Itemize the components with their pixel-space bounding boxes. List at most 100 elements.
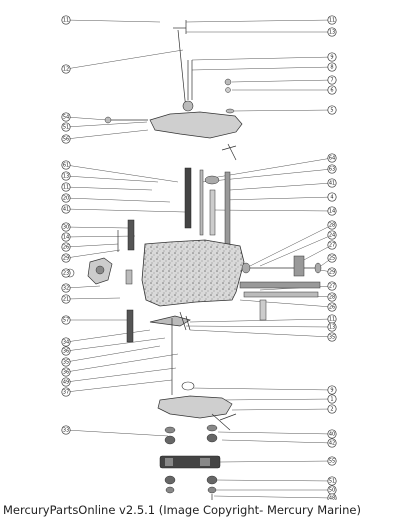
callout-circle bbox=[61, 204, 71, 214]
callout-circle bbox=[61, 171, 71, 181]
callout-number: 26 bbox=[63, 244, 69, 250]
callout-circle bbox=[327, 292, 337, 302]
callout-number: 29 bbox=[329, 269, 335, 275]
callout-circle bbox=[327, 253, 337, 263]
callout-number: 57 bbox=[63, 317, 69, 323]
callout-circle bbox=[327, 404, 337, 414]
callout-circle bbox=[327, 62, 337, 72]
callout-left-18: 34 bbox=[61, 337, 71, 347]
callout-circle bbox=[61, 357, 71, 367]
callout-right-8: 63 bbox=[327, 164, 337, 174]
callout-number: 8 bbox=[330, 64, 333, 70]
callout-number: 35 bbox=[63, 359, 69, 365]
callout-number: 21 bbox=[63, 296, 69, 302]
callout-number: 51 bbox=[329, 478, 335, 484]
callout-circle bbox=[327, 52, 337, 62]
callout-circle bbox=[327, 456, 337, 466]
callout-leader-left-19 bbox=[65, 337, 166, 352]
callout-left-22: 49 bbox=[61, 377, 71, 387]
callout-leader-right-25 bbox=[231, 408, 333, 411]
callout-right-5: 6 bbox=[327, 85, 337, 95]
callout-right-13: 24 bbox=[327, 230, 337, 240]
callout-circle bbox=[61, 377, 71, 387]
swivel-tube-and-rods bbox=[117, 167, 231, 252]
callout-leader-left-0 bbox=[65, 19, 161, 23]
callout-left-16: 21 bbox=[61, 294, 71, 304]
callout-leader-left-11 bbox=[65, 235, 136, 238]
callout-number: 24 bbox=[329, 232, 335, 238]
callout-leader-right-23 bbox=[191, 387, 333, 391]
callout-leader-right-10 bbox=[224, 196, 333, 201]
callout-number: 30 bbox=[63, 224, 69, 230]
callout-number: 54 bbox=[63, 114, 69, 120]
callout-right-26: 40 bbox=[327, 429, 337, 439]
callout-circle bbox=[327, 192, 337, 202]
callout-circle bbox=[61, 64, 71, 74]
callout-circle bbox=[61, 346, 71, 356]
callout-number: 13 bbox=[63, 173, 69, 179]
callout-leader-left-6 bbox=[65, 175, 159, 183]
callout-number: 11 bbox=[329, 17, 335, 23]
callout-number: 27 bbox=[329, 283, 335, 289]
exploded-parts-diagram: 1112545156611311204130142629233221573436… bbox=[61, 15, 337, 500]
callout-leader-left-13 bbox=[65, 249, 121, 259]
callout-leader-left-3 bbox=[65, 121, 148, 128]
callout-circle bbox=[327, 394, 337, 404]
callout-number: 29 bbox=[63, 255, 69, 261]
callout-number: 14 bbox=[63, 234, 69, 240]
callout-right-11: 14 bbox=[327, 206, 337, 216]
callout-right-23: 9 bbox=[327, 385, 337, 395]
callout-number: 25 bbox=[329, 255, 335, 261]
callout-right-27: 42 bbox=[327, 438, 337, 448]
callout-leader-right-22 bbox=[189, 329, 333, 338]
callout-right-22: 35 bbox=[327, 332, 337, 342]
callout-number: 61 bbox=[63, 162, 69, 168]
callout-number: 56 bbox=[63, 136, 69, 142]
callout-number: 14 bbox=[329, 208, 335, 214]
callout-number: 32 bbox=[63, 285, 69, 291]
callout-number: 40 bbox=[329, 431, 335, 437]
image-caption: MercuryPartsOnline v2.5.1 (Image Copyrig… bbox=[3, 503, 361, 517]
callout-right-30: 50 bbox=[327, 485, 337, 495]
callout-circle bbox=[61, 315, 71, 325]
callout-leader-right-27 bbox=[221, 439, 333, 444]
callout-leader-left-23 bbox=[65, 379, 173, 393]
callout-left-0: 11 bbox=[61, 15, 71, 25]
callout-leader-left-12 bbox=[65, 243, 119, 248]
callout-leader-lines bbox=[65, 19, 333, 499]
callout-left-13: 29 bbox=[61, 253, 71, 263]
callout-leader-left-2 bbox=[65, 116, 109, 121]
callout-number: 11 bbox=[63, 17, 69, 23]
callout-number: 23 bbox=[63, 270, 69, 276]
callout-leader-left-9 bbox=[65, 208, 186, 213]
callout-leader-right-14 bbox=[299, 244, 333, 263]
callout-circle bbox=[61, 294, 71, 304]
callout-left-10: 30 bbox=[61, 222, 71, 232]
callout-left-21: 36 bbox=[61, 367, 71, 377]
callout-circle bbox=[327, 85, 337, 95]
lower-hardware-stack bbox=[159, 424, 221, 500]
callout-number: 28 bbox=[329, 222, 335, 228]
callout-circle bbox=[61, 182, 71, 192]
callout-right-31: 48 bbox=[327, 493, 337, 500]
callout-circle bbox=[327, 493, 337, 500]
callout-right-7: 64 bbox=[327, 153, 337, 163]
callout-number: 7 bbox=[330, 77, 333, 83]
small-hardware-top bbox=[224, 78, 235, 114]
callout-number: 9 bbox=[330, 54, 333, 60]
callout-number: 50 bbox=[329, 487, 335, 493]
callout-left-2: 54 bbox=[61, 112, 71, 122]
tilt-lever-left bbox=[65, 257, 133, 285]
callout-leader-left-20 bbox=[65, 345, 161, 363]
callout-leader-right-6 bbox=[233, 109, 333, 112]
callout-leader-right-3 bbox=[191, 66, 333, 71]
callout-leader-right-4 bbox=[231, 79, 333, 83]
callout-leader-left-7 bbox=[65, 186, 153, 191]
callout-number: 51 bbox=[63, 124, 69, 130]
callout-number: 13 bbox=[329, 324, 335, 330]
callout-number: 20 bbox=[63, 195, 69, 201]
callout-left-12: 26 bbox=[61, 242, 71, 252]
callout-circle bbox=[327, 302, 337, 312]
callout-left-17: 57 bbox=[61, 315, 71, 325]
callout-leader-left-4 bbox=[65, 129, 149, 140]
